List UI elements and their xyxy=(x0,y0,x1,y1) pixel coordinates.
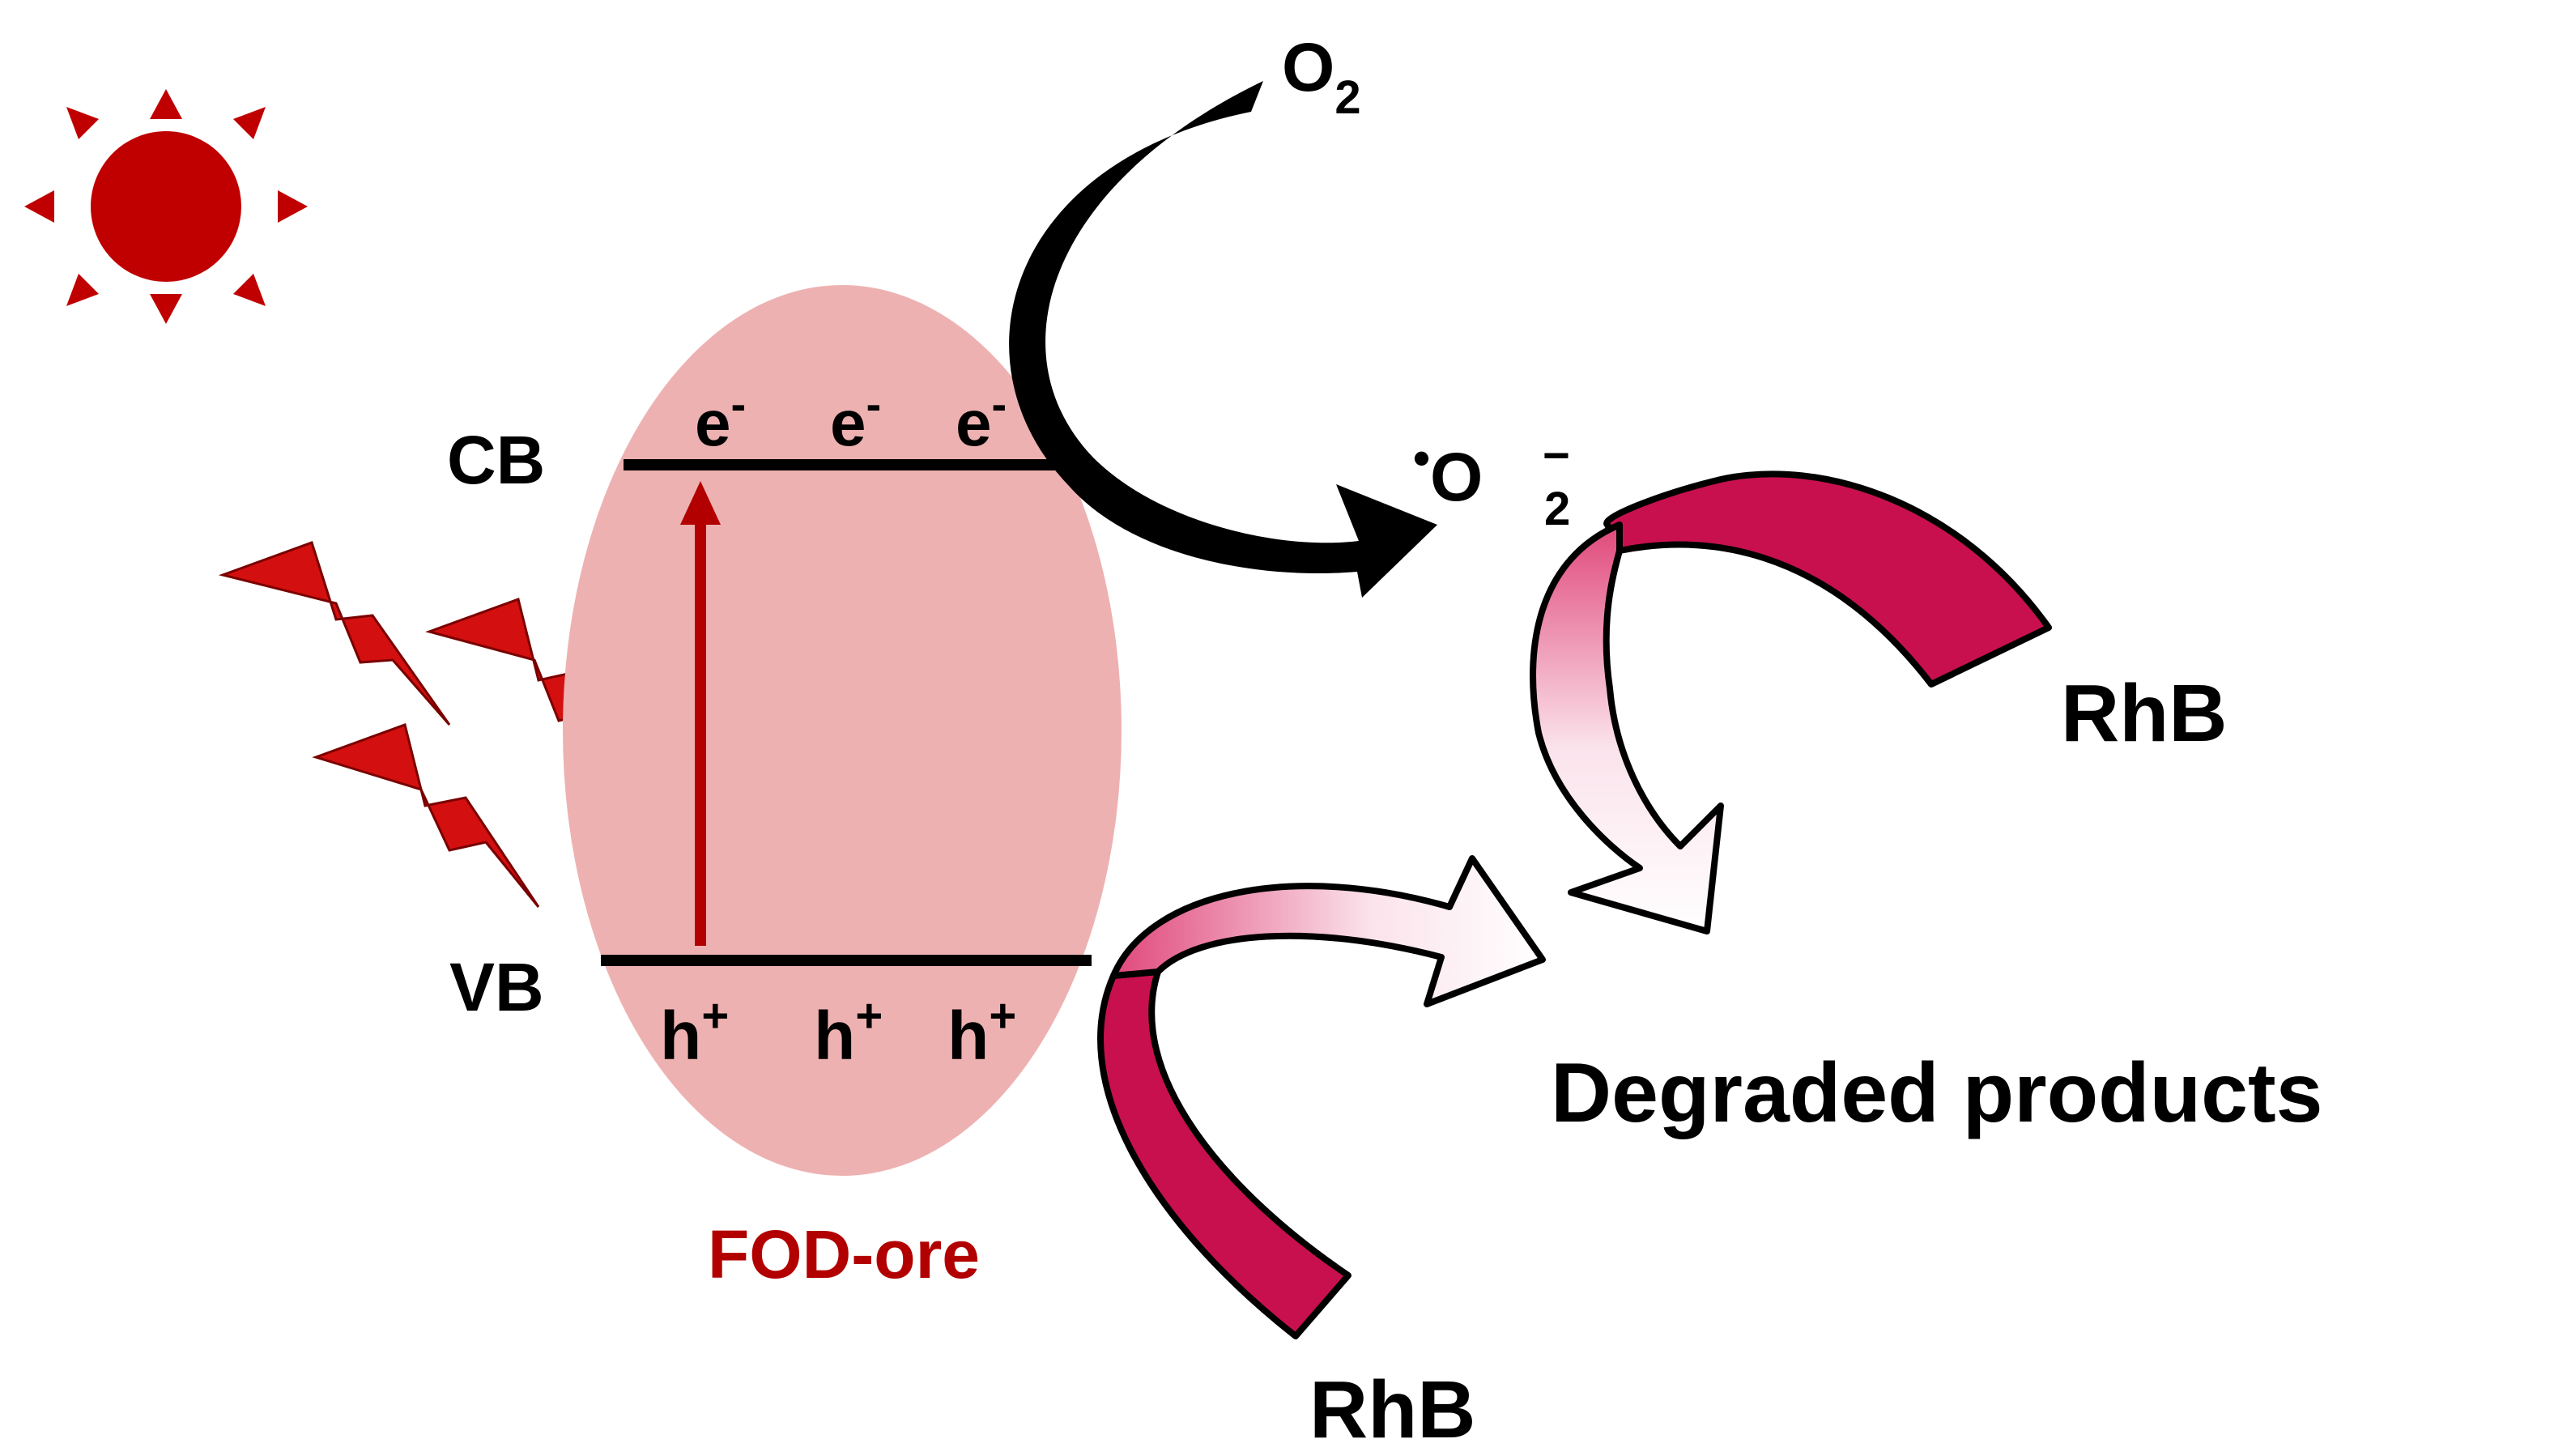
degradation-arrow-lower xyxy=(1110,855,1546,1007)
excitation-arrow xyxy=(680,481,721,946)
cb-label: CB xyxy=(447,422,545,498)
rhb-ribbon-upper xyxy=(1603,470,2052,688)
degradation-arrow-upper xyxy=(1530,522,1724,934)
degraded-products-label: Degraded products xyxy=(1551,1046,2322,1140)
hole-label: h+ xyxy=(814,990,883,1074)
vb-label: VB xyxy=(449,949,544,1025)
superoxide-radical-superscript: − xyxy=(1543,429,1570,482)
rhb-label-lower: RhB xyxy=(1309,1364,1476,1455)
rhb-label-upper: RhB xyxy=(2061,668,2228,759)
oxygen-label: O2 xyxy=(1282,29,1361,124)
electron-transfer-arrow xyxy=(1009,81,1437,598)
catalyst-label: FOD-ore xyxy=(708,1216,980,1292)
lightning-bolt-icon xyxy=(312,723,540,908)
rhb-ribbon-lower xyxy=(1097,969,1351,1339)
superoxide-radical-label: •O xyxy=(1413,431,1483,515)
hole-label: h+ xyxy=(947,990,1016,1074)
hole-label: h+ xyxy=(660,990,729,1074)
electron-label: e- xyxy=(695,378,746,459)
electron-label: e- xyxy=(830,378,881,459)
superoxide-radical-subscript: 2 xyxy=(1544,483,1570,535)
electron-label: e- xyxy=(956,378,1007,459)
lightning-bolt-icon xyxy=(218,541,451,726)
sun-icon xyxy=(24,89,308,324)
